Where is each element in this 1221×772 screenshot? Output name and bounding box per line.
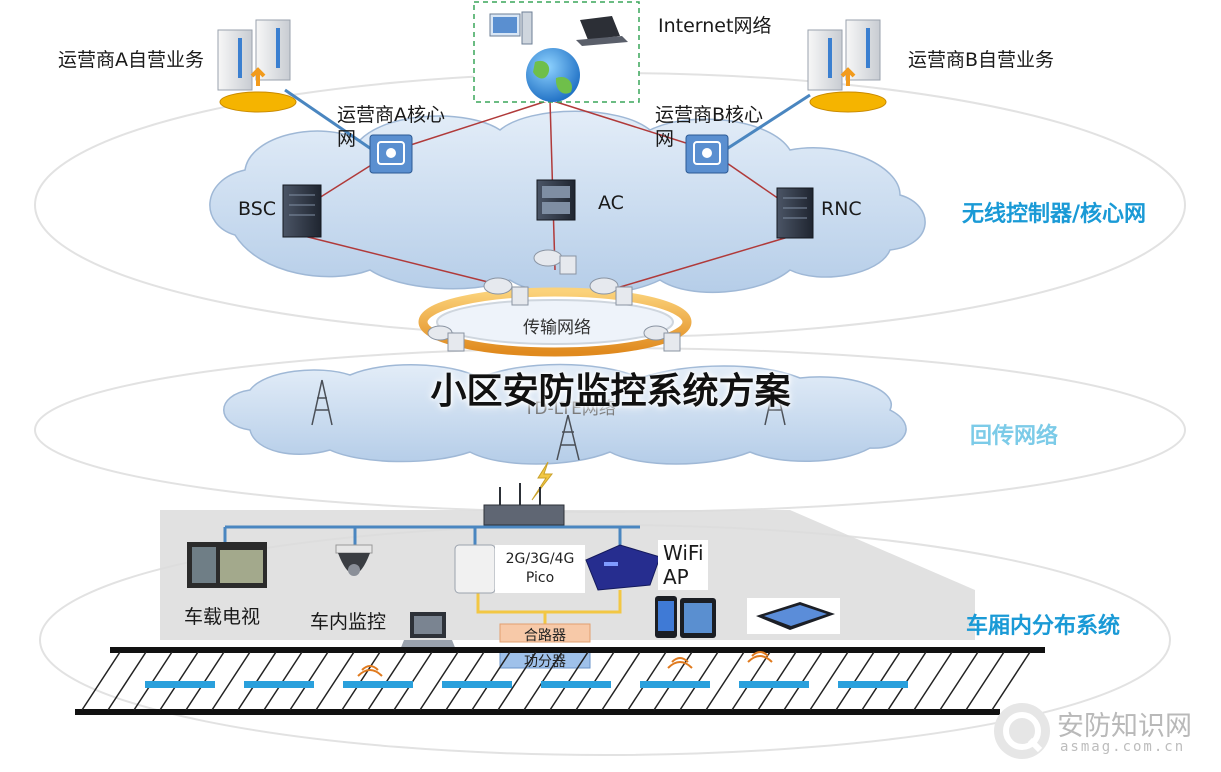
track-sleeper — [913, 651, 953, 711]
backhaul-cloud — [223, 363, 907, 465]
pico-base-station-icon — [454, 544, 496, 594]
laptop-icon — [576, 16, 628, 46]
pico-label-box — [495, 545, 585, 593]
transport-label: 传输网络 — [523, 318, 591, 338]
leaky-cable-segments — [145, 681, 908, 688]
leaky-cable-segment — [343, 681, 413, 688]
td-lte-label: TD-LTE网络 — [524, 399, 616, 419]
watermark-logo-icon — [994, 703, 1050, 759]
page-title: 小区安防监控系统方案 — [430, 371, 791, 412]
leaky-cable-segment — [541, 681, 611, 688]
internet-label: Internet网络 — [658, 15, 772, 37]
transport-ring — [418, 287, 692, 357]
tablet-icon — [747, 598, 840, 634]
combiner-box — [499, 623, 591, 643]
lightning-link-icon — [531, 461, 554, 501]
bsc-label: BSC — [238, 198, 277, 220]
leaky-cable-segment — [442, 681, 512, 688]
carriage-layer-label: 车厢内分布系统 — [966, 614, 1121, 639]
rnc-label: RNC — [821, 198, 862, 220]
track-sleeper — [991, 651, 1031, 711]
leaky-cable-segment — [838, 681, 908, 688]
splitter-label: 功分器 — [524, 654, 566, 670]
track-sleeper — [81, 651, 121, 711]
track-sleeper — [809, 651, 849, 711]
wifi-ap-label-box — [658, 540, 708, 590]
track-sleeper — [705, 651, 745, 711]
track-sleeper — [939, 651, 979, 711]
track-sleeper — [315, 651, 355, 711]
watermark-text: 安防知识网 — [1057, 711, 1192, 742]
operator-b-core-label: 运营商B核心网 — [655, 104, 764, 150]
dome-camera-icon — [335, 544, 373, 576]
operator-a-service-label: 运营商A自营业务 — [58, 49, 204, 71]
operator-b-server-icon — [807, 19, 887, 113]
rnc-rack-icon — [776, 187, 814, 239]
watermark-url: asmag.com.cn — [1060, 739, 1186, 755]
leaky-cable-segment — [739, 681, 809, 688]
track-sleeper — [965, 651, 1005, 711]
car-monitor-label: 车内监控 — [310, 611, 387, 633]
wifi-ap-label: WiFi AP — [663, 541, 704, 589]
leaky-cable-segment — [640, 681, 710, 688]
track-sleeper — [601, 651, 641, 711]
track-sleeper — [107, 651, 147, 711]
signal-wave-icons — [357, 651, 773, 677]
carriage-yellow-links — [476, 590, 622, 625]
train-track — [75, 647, 1045, 715]
transport-node-icons — [427, 249, 681, 352]
ac-label: AC — [598, 192, 624, 214]
wifi-ap-icon — [585, 544, 661, 591]
leaky-cable-segment — [244, 681, 314, 688]
operator-a-core-router-icon — [369, 134, 413, 174]
core-layer-label: 无线控制器/核心网 — [962, 202, 1147, 227]
operator-b-service-label: 运营商B自营业务 — [908, 49, 1055, 71]
leaky-cable-segment — [145, 681, 215, 688]
track-sleeper — [497, 651, 537, 711]
train-gateway-icon — [483, 483, 565, 526]
car-tv-label: 车载电视 — [184, 606, 261, 628]
combiner-label: 合路器 — [524, 628, 566, 644]
bsc-rack-icon — [282, 184, 322, 238]
smartphone-icon — [655, 596, 716, 638]
pico-label: 2G/3G/4G Pico — [505, 551, 575, 586]
operator-a-core-label: 运营商A核心网 — [337, 104, 445, 150]
service-links — [284, 88, 811, 157]
backhaul-layer-label: 回传网络 — [970, 424, 1059, 449]
desktop-computer-icon — [489, 11, 533, 45]
track-sleeper — [419, 651, 459, 711]
cell-tower-icon — [311, 379, 786, 461]
globe-icon — [526, 48, 580, 102]
operator-a-server-icon — [217, 19, 297, 113]
operator-b-core-router-icon — [685, 134, 729, 174]
track-sleeper — [211, 651, 251, 711]
ac-rack-icon — [536, 179, 576, 221]
car-tv-icon — [187, 542, 267, 588]
